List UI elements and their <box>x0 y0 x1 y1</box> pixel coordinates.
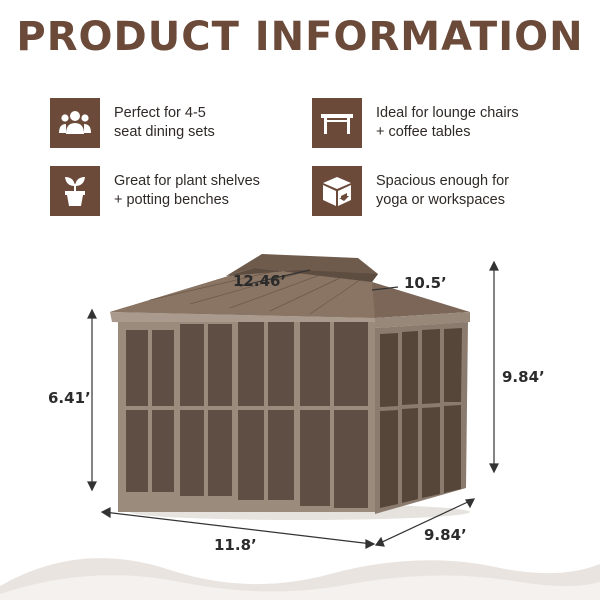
feature-line-1: Ideal for lounge chairs <box>376 105 519 121</box>
feature-text: Ideal for lounge chairs + coffee tables <box>376 104 519 142</box>
base-depth-label: 9.84’ <box>424 526 467 544</box>
feature-line-1: Great for plant shelves <box>114 173 260 189</box>
roof-depth-label: 10.5’ <box>404 274 447 292</box>
base-length-label: 11.8’ <box>214 536 257 554</box>
total-height-label: 9.84’ <box>502 368 545 386</box>
plant-pot-icon <box>50 166 100 216</box>
feature-dining: Perfect for 4-5 seat dining sets <box>50 98 215 148</box>
feature-line-1: Spacious enough for <box>376 173 510 189</box>
table-icon <box>312 98 362 148</box>
feature-line-2: + coffee tables <box>376 124 471 140</box>
feature-line-1: Perfect for 4-5 <box>114 105 206 121</box>
feature-line-2: yoga or workspaces <box>376 192 505 208</box>
feature-line-2: + potting benches <box>114 192 229 208</box>
feature-plants: Great for plant shelves + potting benche… <box>50 166 260 216</box>
feature-lounge: Ideal for lounge chairs + coffee tables <box>312 98 519 148</box>
page-title: PRODUCT INFORMATION <box>16 14 584 60</box>
feature-text: Perfect for 4-5 seat dining sets <box>114 104 215 142</box>
bottom-wave-decoration <box>0 558 600 600</box>
roof-length-label: 12.46’ <box>233 272 287 290</box>
feature-text: Great for plant shelves + potting benche… <box>114 172 260 210</box>
feature-line-2: seat dining sets <box>114 124 215 140</box>
feature-spacious: Spacious enough for yoga or workspaces <box>312 166 509 216</box>
wall-height-label: 6.41’ <box>48 389 91 407</box>
feature-text: Spacious enough for yoga or workspaces <box>376 172 509 210</box>
people-icon <box>50 98 100 148</box>
box-icon <box>312 166 362 216</box>
